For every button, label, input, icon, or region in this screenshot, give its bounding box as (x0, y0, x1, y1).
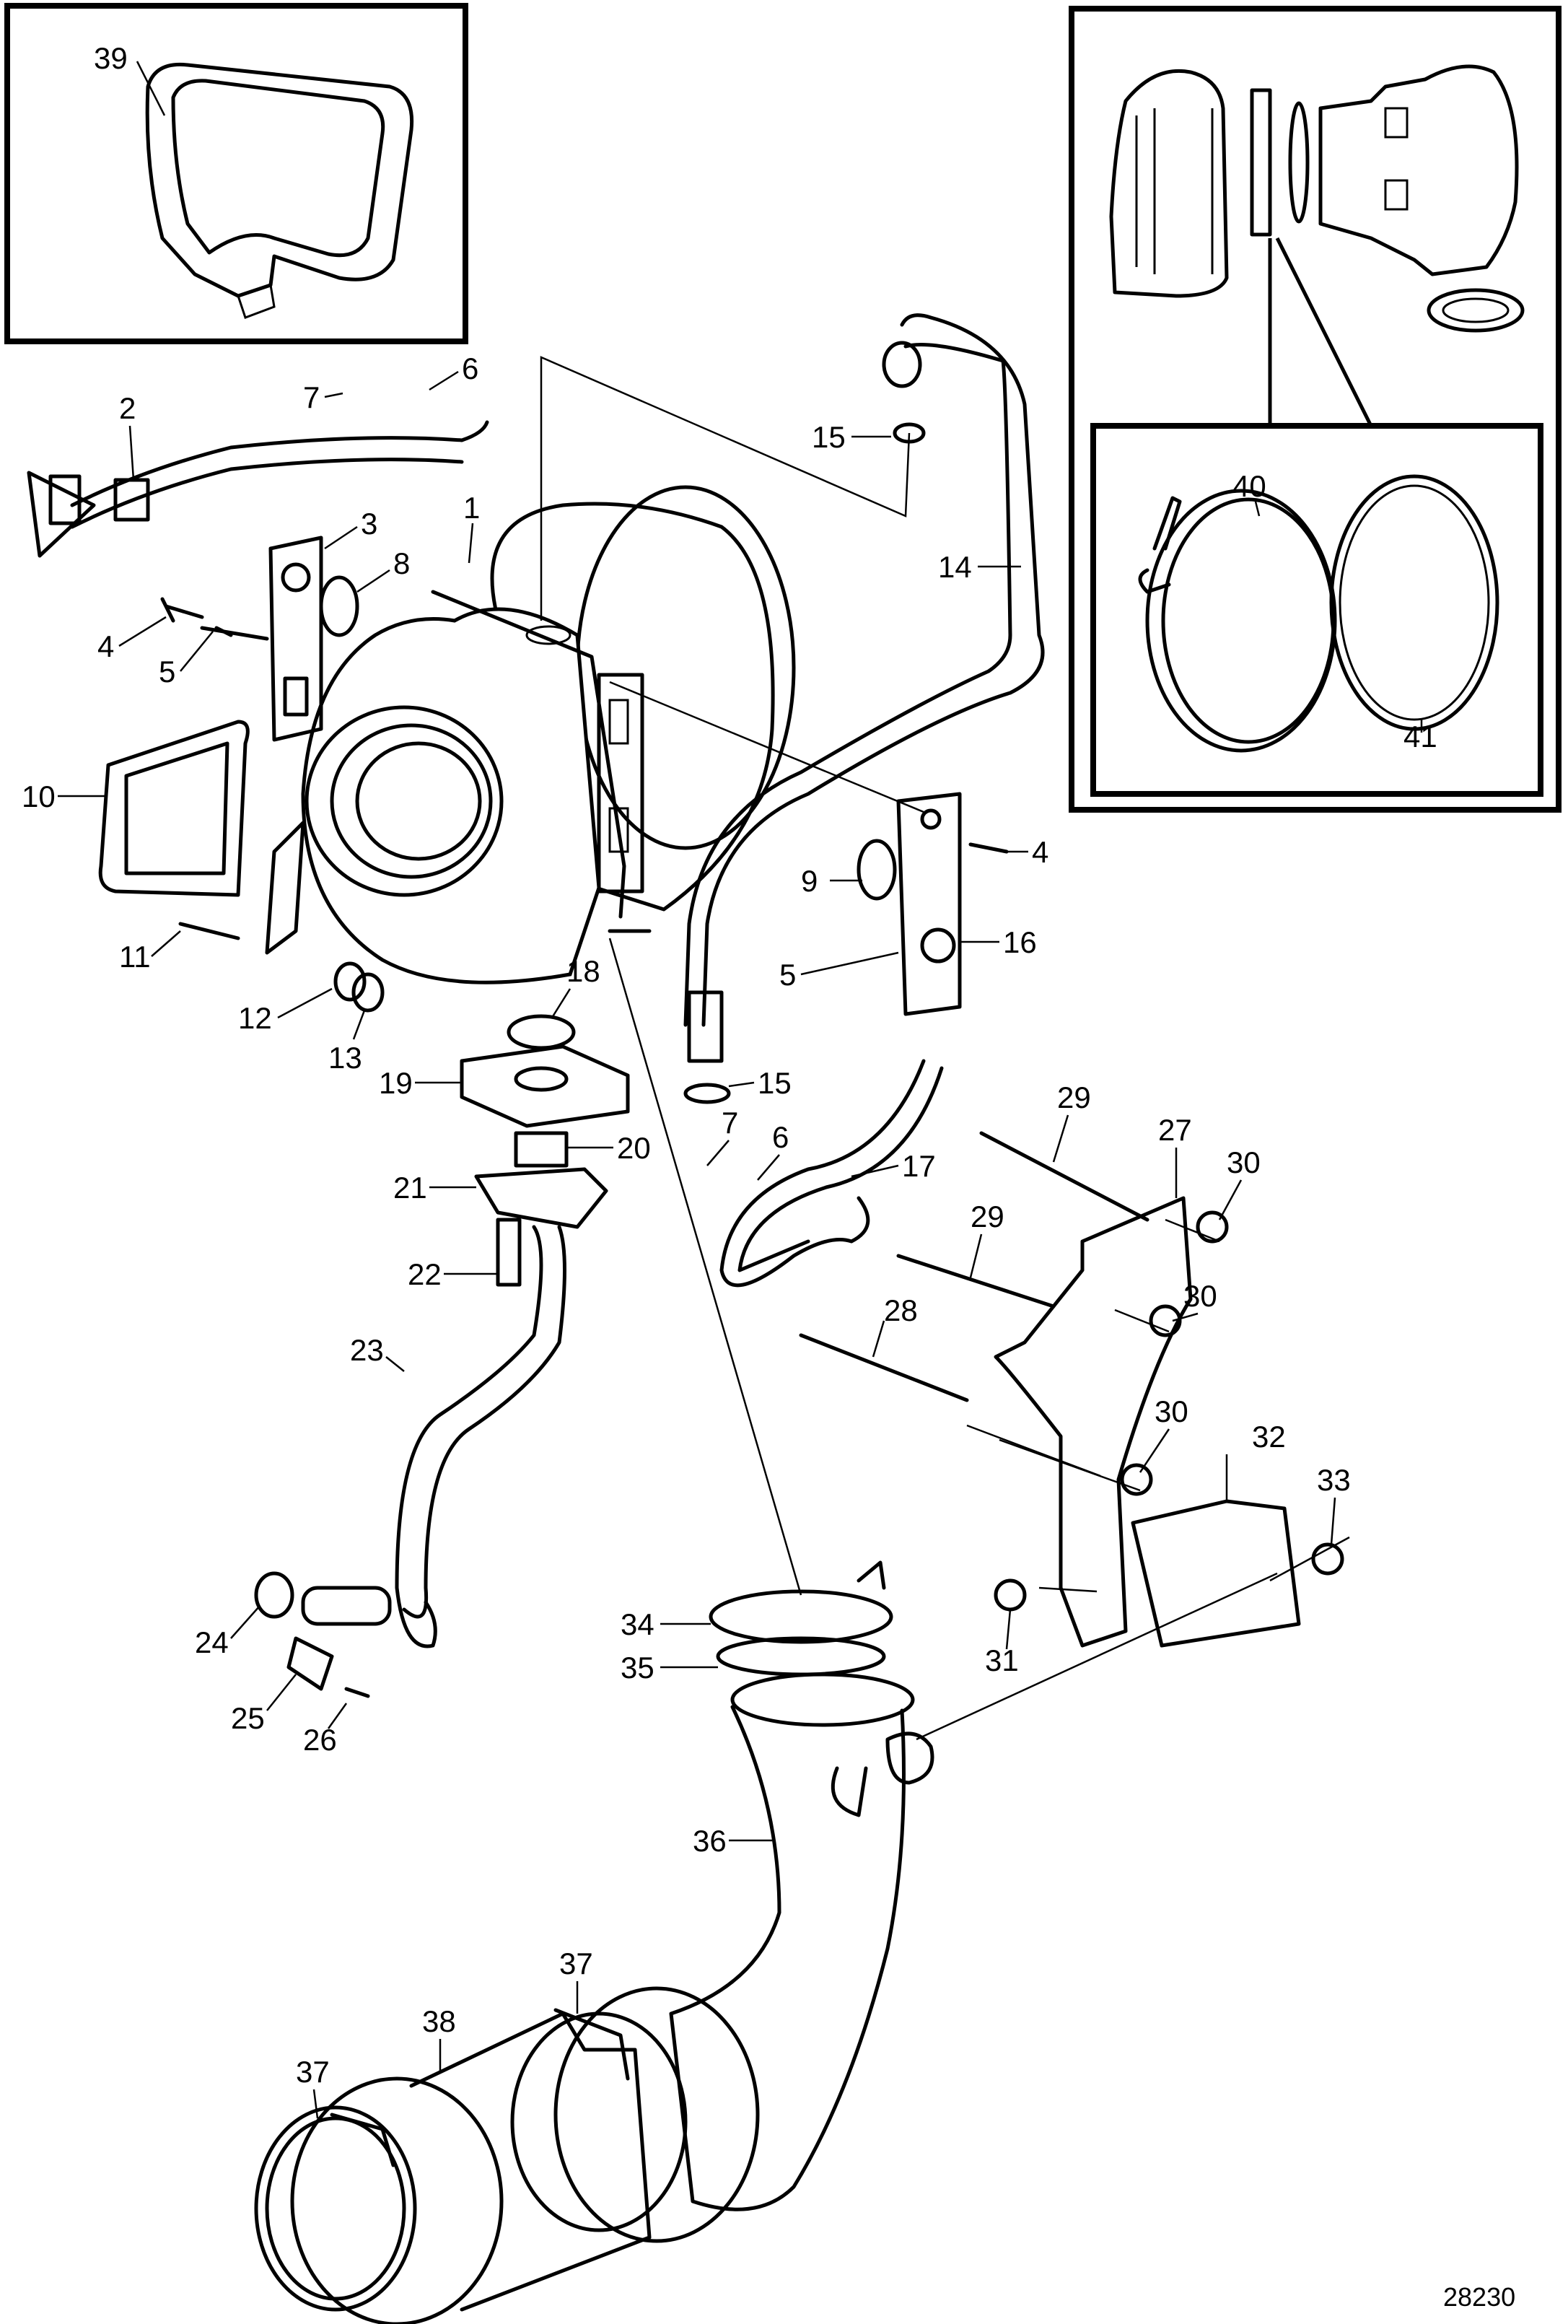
callout-7a: 7 (303, 380, 320, 414)
callout-9: 9 (801, 864, 818, 898)
callout-4b: 4 (1032, 835, 1048, 869)
callout-17: 17 (902, 1149, 936, 1183)
callout-21: 21 (393, 1171, 427, 1205)
callout-30b: 30 (1183, 1279, 1217, 1313)
callout-24: 24 (195, 1625, 229, 1659)
callout-15b: 15 (758, 1066, 792, 1100)
callout-8: 8 (393, 546, 410, 580)
callout-22: 22 (408, 1257, 442, 1291)
callout-12: 12 (238, 1001, 272, 1035)
callout-10: 10 (22, 779, 56, 813)
turbocharger (265, 485, 796, 984)
callout-20: 20 (617, 1131, 651, 1165)
callout-32: 32 (1252, 1420, 1286, 1454)
callout-5b: 5 (779, 958, 796, 992)
callout-25: 25 (231, 1701, 265, 1735)
callout-30c: 30 (1155, 1394, 1188, 1428)
callout-18: 18 (566, 954, 600, 988)
callout-19: 19 (379, 1066, 413, 1100)
inset-v-clamp (1069, 6, 1562, 813)
callout-35: 35 (621, 1651, 654, 1685)
callout-2: 2 (119, 391, 136, 425)
callout-14: 14 (938, 550, 972, 584)
callout-1: 1 (463, 491, 480, 525)
callout-5a: 5 (159, 655, 175, 689)
callout-36: 36 (693, 1824, 727, 1858)
callout-38: 38 (422, 2004, 456, 2038)
callout-3: 3 (361, 507, 377, 541)
callout-15a: 15 (812, 420, 846, 454)
callout-31: 31 (985, 1643, 1019, 1677)
callout-6a: 6 (462, 351, 478, 385)
callout-7b: 7 (722, 1106, 738, 1140)
callout-34: 34 (621, 1607, 654, 1641)
callout-27: 27 (1158, 1113, 1192, 1147)
callout-40: 40 (1232, 469, 1266, 503)
inset-heat-shield (4, 3, 468, 344)
callout-4a: 4 (97, 629, 114, 663)
callout-23: 23 (350, 1333, 384, 1367)
callout-30a: 30 (1227, 1145, 1261, 1179)
callout-11: 11 (119, 940, 151, 974)
figure-reference-number: 28230 (1443, 2282, 1515, 2312)
callout-33: 33 (1317, 1463, 1351, 1497)
callout-26: 26 (303, 1723, 337, 1757)
callout-39: 39 (94, 41, 128, 75)
callout-29a: 29 (1057, 1080, 1091, 1114)
callout-37b: 37 (296, 2055, 330, 2089)
parts-schematic (27, 313, 1344, 2324)
callout-6b: 6 (772, 1120, 789, 1154)
leader-lines (540, 356, 1350, 1741)
callout-28: 28 (884, 1293, 918, 1327)
callout-labels: 39 40 41 1 2 3 4 5 6 7 8 9 10 11 12 13 1… (22, 41, 1515, 2312)
callout-41: 41 (1403, 720, 1437, 753)
callout-37a: 37 (559, 1947, 593, 1980)
callout-16: 16 (1003, 925, 1037, 959)
callout-13: 13 (328, 1041, 362, 1075)
callout-29b: 29 (971, 1200, 1004, 1233)
